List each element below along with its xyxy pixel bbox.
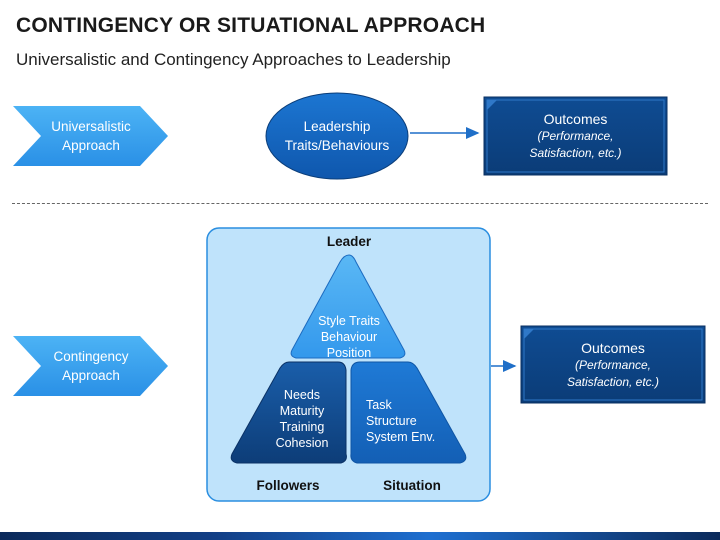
followers-item-1: Needs [283, 388, 321, 402]
contingency-line1: Contingency [53, 349, 129, 364]
followers-item-2: Maturity [279, 404, 325, 418]
ellipse-line1: Leadership [303, 119, 371, 134]
outcome-bottom-line2: Satisfaction, etc.) [566, 374, 660, 389]
leader-triangle [290, 254, 406, 359]
followers-item-4: Cohesion [275, 436, 329, 450]
contingency-approach-label: Contingency Approach [35, 338, 147, 394]
outcome-box-top [483, 96, 668, 176]
page-subtitle: Universalistic and Contingency Approache… [16, 50, 451, 69]
universalistic-approach-label: Universalistic Approach [35, 108, 147, 164]
leader-triangle-text: Style Traits Behaviour Position [299, 313, 399, 361]
leader-item-3: Position [326, 346, 372, 360]
outcome-top-text: Outcomes (Performance, Satisfaction, etc… [484, 100, 667, 172]
situation-triangle [350, 361, 467, 464]
page-title: CONTINGENCY OR SITUATIONAL APPROACH [16, 14, 486, 37]
section-divider [12, 203, 708, 204]
outcome-bottom-title: Outcomes [581, 339, 645, 356]
universalistic-chevron [13, 106, 168, 166]
leadership-ellipse [265, 92, 409, 180]
situation-item-2: Structure [366, 414, 417, 428]
footer-bar [0, 532, 720, 540]
situation-label: Situation [383, 478, 441, 493]
universalistic-line1: Universalistic [51, 119, 131, 134]
situation-triangle-text: Task Structure System Env. [366, 397, 446, 445]
universalistic-line2: Approach [62, 138, 120, 153]
contingency-chevron [13, 336, 168, 396]
outcome-top-line2: Satisfaction, etc.) [529, 146, 622, 160]
outcome-top-title: Outcomes [543, 111, 608, 127]
followers-label: Followers [256, 478, 320, 493]
ellipse-line2: Traits/Behaviours [284, 138, 390, 153]
leadership-traits-label: Leadership Traits/Behaviours [266, 108, 408, 164]
situation-item-1: Task [366, 398, 392, 412]
leader-item-2: Behaviour [320, 330, 378, 344]
leader-item-1: Style Traits [318, 314, 380, 328]
followers-triangle-text: Needs Maturity Training Cohesion [262, 387, 342, 451]
contingency-line2: Approach [62, 368, 120, 383]
followers-item-3: Training [279, 420, 325, 434]
outcome-box-bottom [520, 325, 706, 404]
outcome-bottom-text: Outcomes (Performance, Satisfaction, etc… [521, 329, 705, 400]
outcome-top-line1: (Performance, [537, 129, 614, 143]
situation-item-3: System Env. [366, 430, 436, 444]
outcome-bottom-line1: (Performance, [574, 357, 652, 372]
followers-triangle [230, 361, 347, 464]
leader-label: Leader [326, 234, 372, 249]
